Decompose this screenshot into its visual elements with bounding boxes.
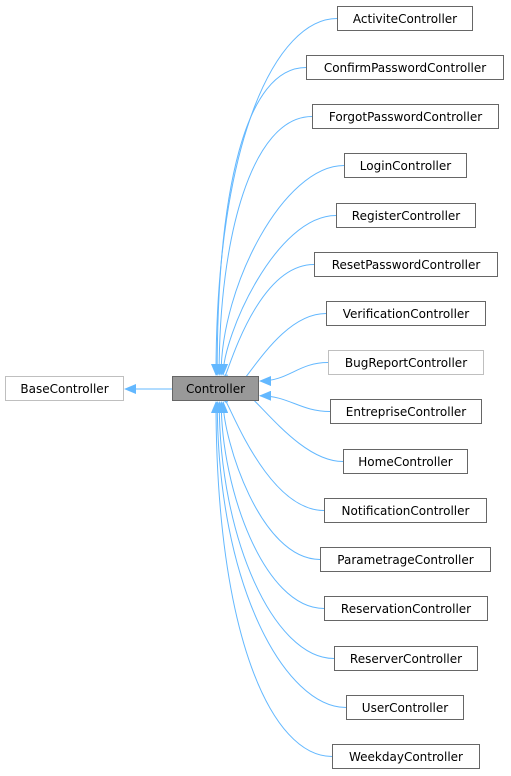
- child-node-forgotpassword[interactable]: ForgotPasswordController: [312, 104, 499, 129]
- child-node-label: ForgotPasswordController: [328, 109, 483, 124]
- child-node-confirmpassword[interactable]: ConfirmPasswordController: [306, 55, 504, 80]
- edge-bugreport-to-controller: [259, 362, 329, 387]
- child-node-label: ActiviteController: [352, 11, 458, 26]
- child-node-label: ReserverController: [349, 651, 463, 666]
- child-node-notification[interactable]: NotificationController: [324, 498, 487, 523]
- child-node-label: NotificationController: [341, 503, 470, 518]
- edge-user-to-controller: [212, 401, 347, 708]
- child-node-reserver[interactable]: ReserverController: [334, 646, 478, 671]
- child-node-label: ParametrageController: [337, 552, 474, 567]
- child-node-user[interactable]: UserController: [346, 695, 464, 720]
- child-node-label: EntrepriseController: [345, 404, 467, 419]
- edges: [124, 18, 347, 757]
- child-node-label: LoginController: [359, 158, 452, 173]
- child-node-label: ResetPasswordController: [331, 257, 481, 272]
- child-node-label: VerificationController: [342, 306, 470, 321]
- edge-entreprise-to-controller: [259, 390, 331, 412]
- child-node-label: ConfirmPasswordController: [323, 60, 487, 75]
- edge-register-to-controller: [218, 215, 337, 376]
- child-node-label: UserController: [361, 700, 449, 715]
- child-node-label: BugReportController: [344, 355, 468, 370]
- child-node-home[interactable]: HomeController: [343, 449, 468, 474]
- edge-resetpassword-to-controller: [220, 264, 315, 387]
- child-node-register[interactable]: RegisterController: [336, 203, 476, 228]
- child-node-activite[interactable]: ActiviteController: [337, 6, 473, 31]
- edge-forgotpassword-to-controller: [214, 116, 313, 376]
- edge-reservation-to-controller: [216, 401, 325, 609]
- child-node-verification[interactable]: VerificationController: [326, 301, 486, 326]
- controller-node: Controller: [172, 376, 259, 401]
- child-node-reservation[interactable]: ReservationController: [324, 596, 488, 621]
- controller-label: Controller: [185, 381, 246, 396]
- child-node-login[interactable]: LoginController: [344, 153, 467, 178]
- child-node-label: HomeController: [358, 454, 453, 469]
- edge-notification-to-controller: [220, 390, 325, 511]
- child-node-label: RegisterController: [351, 208, 461, 223]
- edge-weekday-to-controller: [211, 401, 333, 757]
- edge-parametrage-to-controller: [218, 401, 321, 560]
- edge-login-to-controller: [216, 165, 345, 376]
- child-node-resetpassword[interactable]: ResetPasswordController: [314, 252, 498, 277]
- child-node-weekday[interactable]: WeekdayController: [332, 744, 480, 769]
- child-node-label: ReservationController: [340, 601, 472, 616]
- child-node-bugreport[interactable]: BugReportController: [328, 350, 484, 375]
- child-node-parametrage[interactable]: ParametrageController: [320, 547, 491, 572]
- base-controller-node[interactable]: BaseController: [5, 376, 124, 401]
- child-node-label: WeekdayController: [349, 749, 463, 764]
- edge-reserver-to-controller: [214, 401, 335, 659]
- base-controller-label: BaseController: [20, 381, 109, 396]
- edge-confirmpassword-to-controller: [212, 67, 307, 376]
- child-node-entreprise[interactable]: EntrepriseController: [330, 399, 482, 424]
